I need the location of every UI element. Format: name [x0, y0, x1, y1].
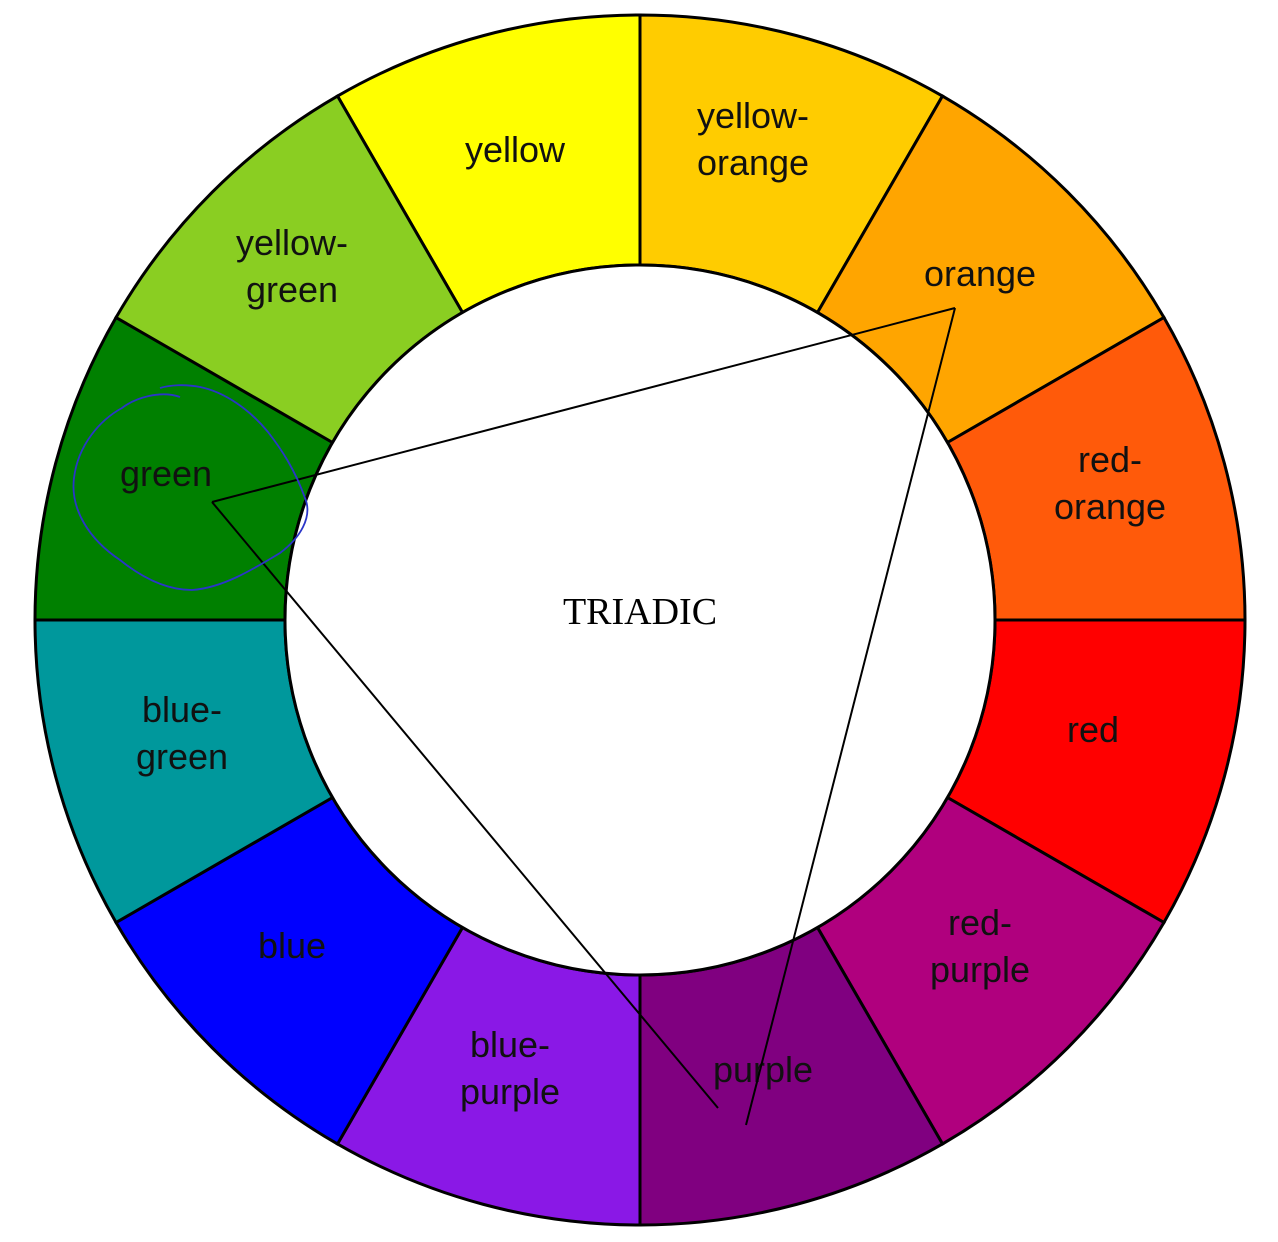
label-green-line-1: green — [120, 453, 212, 494]
green-highlight-scribble — [72, 384, 309, 591]
label-orange-line-1: orange — [924, 253, 1036, 294]
label-red-orange: red-orange — [1054, 439, 1166, 527]
label-yellow-orange-line-2: orange — [697, 142, 809, 183]
label-blue: blue — [258, 925, 326, 966]
label-yellow-green-line-2: green — [246, 269, 338, 310]
label-red-purple-line-2: purple — [930, 949, 1030, 990]
label-blue-purple-line-2: purple — [460, 1071, 560, 1112]
label-green: green — [120, 453, 212, 494]
label-yellow-green-line-1: yellow- — [236, 222, 348, 263]
line-green-to-purple — [211, 501, 719, 1109]
line-green-to-orange — [211, 307, 956, 503]
label-blue-green-line-1: blue- — [142, 689, 222, 730]
wheel-center-hole — [283, 263, 997, 977]
triadic-connector-lines — [211, 307, 956, 1126]
label-blue-purple: blue-purple — [460, 1024, 560, 1112]
label-yellow-green: yellow-green — [236, 222, 348, 310]
label-orange: orange — [924, 253, 1036, 294]
label-yellow-orange: yellow-orange — [697, 95, 809, 183]
label-yellow: yellow — [465, 129, 566, 170]
label-red-purple: red-purple — [930, 902, 1030, 990]
label-yellow-orange-line-1: yellow- — [697, 95, 809, 136]
label-red-line-1: red — [1067, 709, 1119, 750]
label-red-purple-line-1: red- — [948, 902, 1012, 943]
wheel-segments — [33, 13, 1247, 1227]
label-red-orange-line-2: orange — [1054, 486, 1166, 527]
label-blue-green-line-2: green — [136, 736, 228, 777]
line-orange-to-purple — [745, 307, 956, 1126]
label-blue-green: blue-green — [136, 689, 228, 777]
label-blue-purple-line-1: blue- — [470, 1024, 550, 1065]
center-title: TRIADIC — [563, 591, 717, 633]
label-red: red — [1067, 709, 1119, 750]
label-blue-line-1: blue — [258, 925, 326, 966]
label-yellow-line-1: yellow — [465, 129, 566, 170]
label-red-orange-line-1: red- — [1078, 439, 1142, 480]
segment-labels: yellowyellow-orangeorangered-orangeredre… — [120, 95, 1166, 1112]
